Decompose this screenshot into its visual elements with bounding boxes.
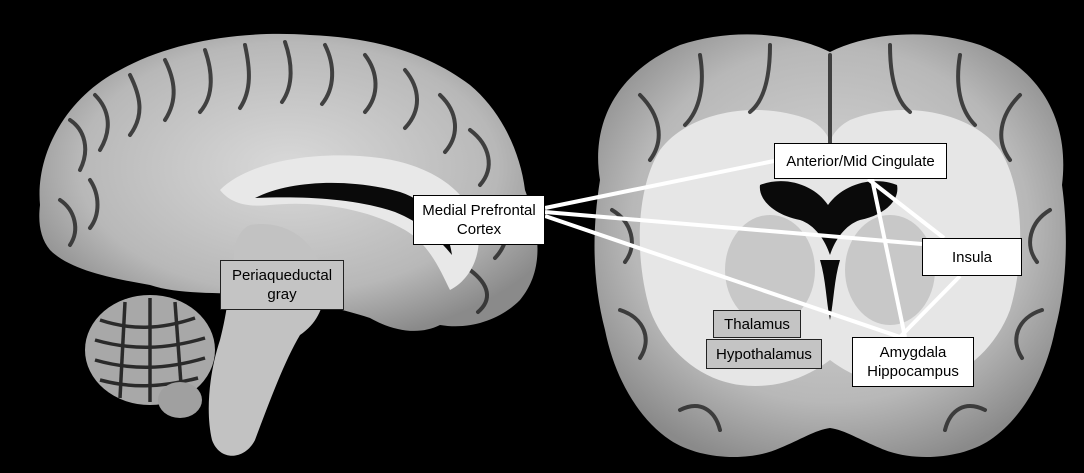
label-hypothalamus: Hypothalamus	[706, 339, 822, 369]
label-thalamus: Thalamus	[713, 310, 801, 338]
lateral-ventricles	[759, 181, 898, 255]
connection-mpfc-amygdala	[544, 214, 901, 339]
connection-acc-insula	[866, 177, 946, 240]
connection-acc-amygdala	[870, 178, 907, 338]
label-anterior-mid-cingulate: Anterior/Mid Cingulate	[774, 143, 947, 179]
label-insula: Insula	[922, 238, 1022, 276]
label-periaqueductal-gray: Periaqueductal gray	[220, 260, 344, 310]
connection-mpfc-acc	[544, 159, 775, 210]
connection-lines	[544, 159, 962, 339]
sagittal-brain-slice	[39, 33, 538, 456]
label-medial-prefrontal-cortex: Medial Prefrontal Cortex	[413, 195, 545, 245]
connection-insula-amygdala	[898, 274, 962, 339]
connection-mpfc-insula	[544, 210, 923, 246]
cerebellum	[85, 295, 215, 418]
label-amygdala-hippocampus: Amygdala Hippocampus	[852, 337, 974, 387]
